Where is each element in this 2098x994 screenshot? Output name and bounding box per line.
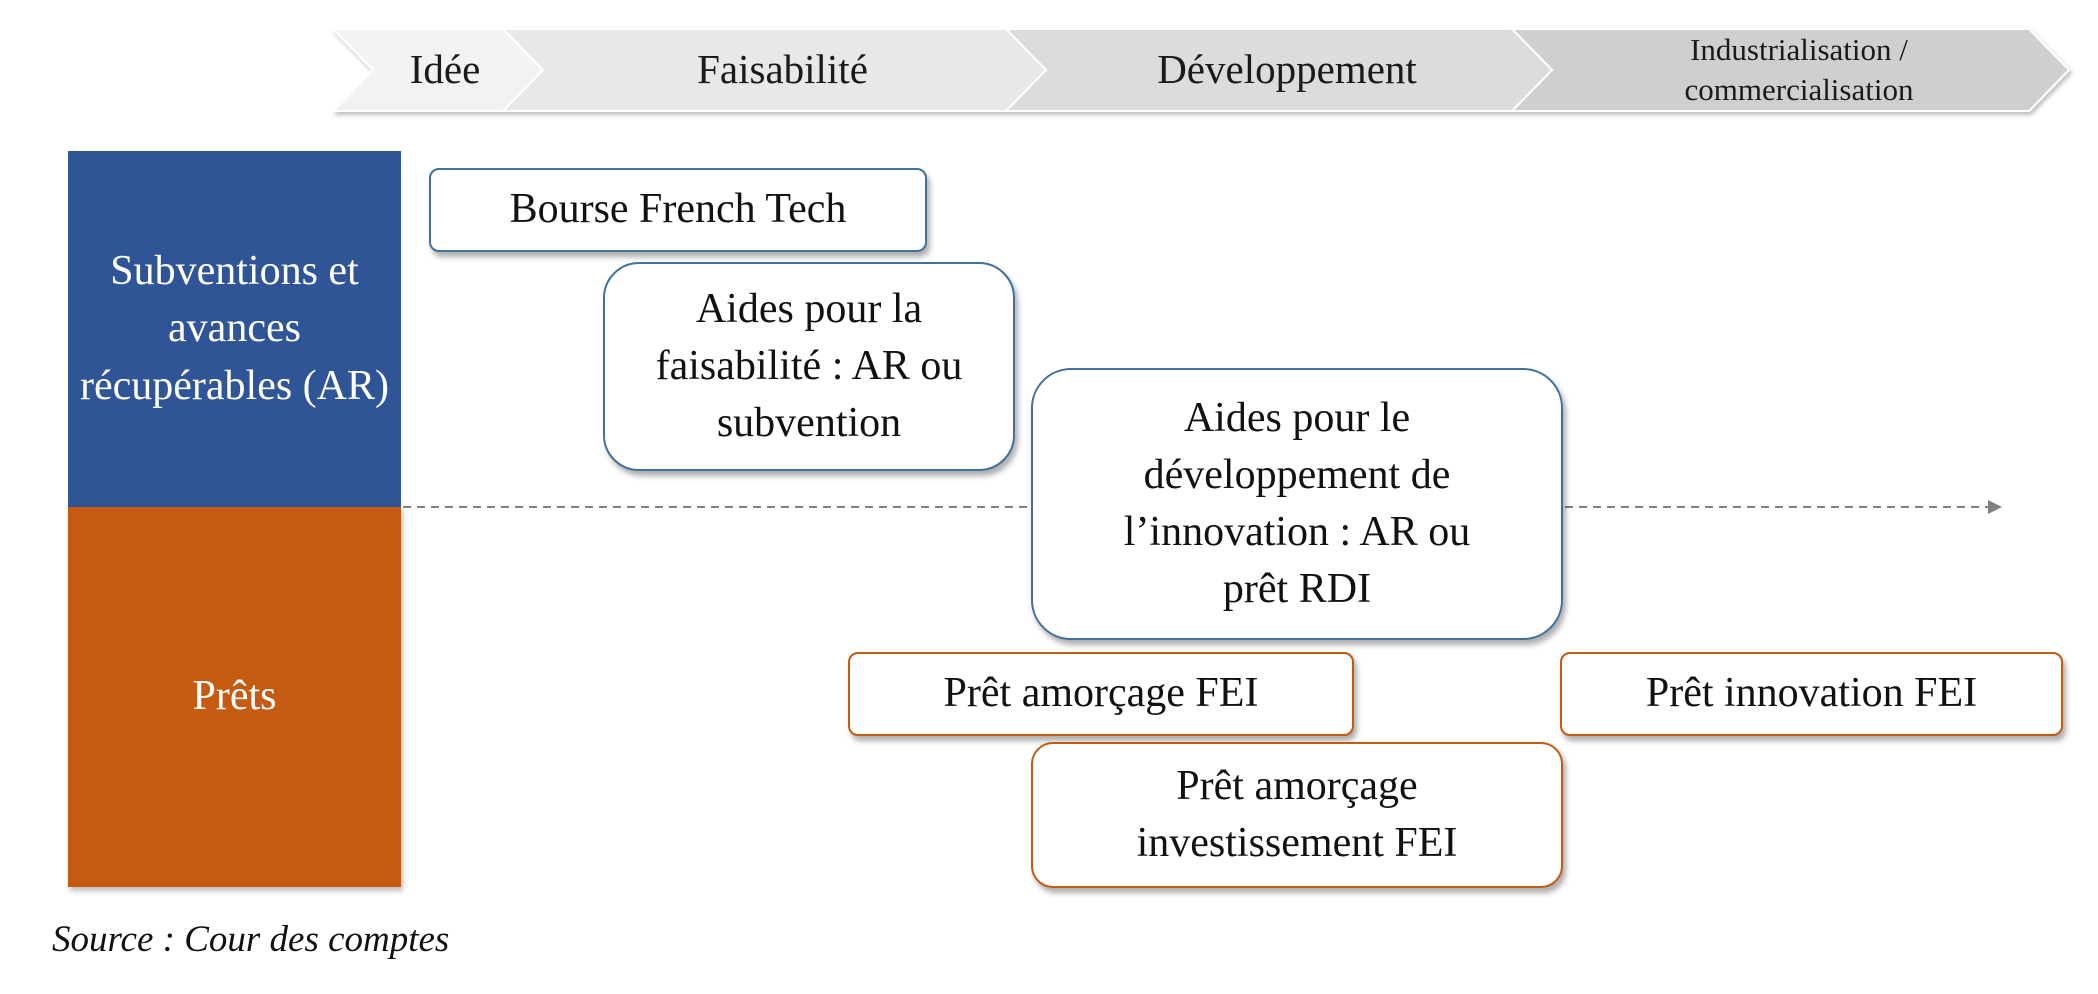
box-bourse-french-tech-text: Bourse French Tech [509, 186, 847, 233]
box-aides-developpement-text: Aides pour le développement de l’innovat… [1123, 394, 1471, 613]
box-aides-faisabilite-text: Aides pour la faisabilité : AR ou subven… [655, 285, 963, 447]
category-grants-label: Subventions et avances récupérables (AR) [79, 248, 389, 409]
category-grants: Subventions et avances récupérables (AR) [68, 151, 401, 507]
box-pret-amorcage-investissement-text: Prêt amorçage investissement FEI [1136, 762, 1458, 866]
phase-label-developpement: Développement [1157, 46, 1417, 93]
box-pret-amorcage-investissement: Prêt amorçage investissement FEI [1031, 742, 1563, 888]
category-loans: Prêts [68, 507, 401, 887]
arrow-head-icon [1988, 500, 2002, 514]
box-pret-amorcage: Prêt amorçage FEI [848, 652, 1354, 736]
box-pret-amorcage-text: Prêt amorçage FEI [943, 670, 1259, 717]
phase-label-industrialisation: Industrialisation / commercialisation [1684, 32, 1914, 107]
box-aides-developpement: Aides pour le développement de l’innovat… [1031, 368, 1563, 640]
phase-label-faisabilite: Faisabilité [697, 46, 868, 93]
category-loans-label: Prêts [192, 673, 277, 720]
source-caption: Source : Cour des comptes [52, 919, 450, 960]
box-bourse-french-tech: Bourse French Tech [429, 168, 927, 252]
box-pret-innovation-text: Prêt innovation FEI [1645, 670, 1978, 717]
phase-chevron-idee [330, 28, 545, 112]
box-aides-faisabilite: Aides pour la faisabilité : AR ou subven… [603, 262, 1015, 471]
phase-label-idee: Idée [409, 46, 481, 93]
box-pret-innovation: Prêt innovation FEI [1560, 652, 2063, 736]
